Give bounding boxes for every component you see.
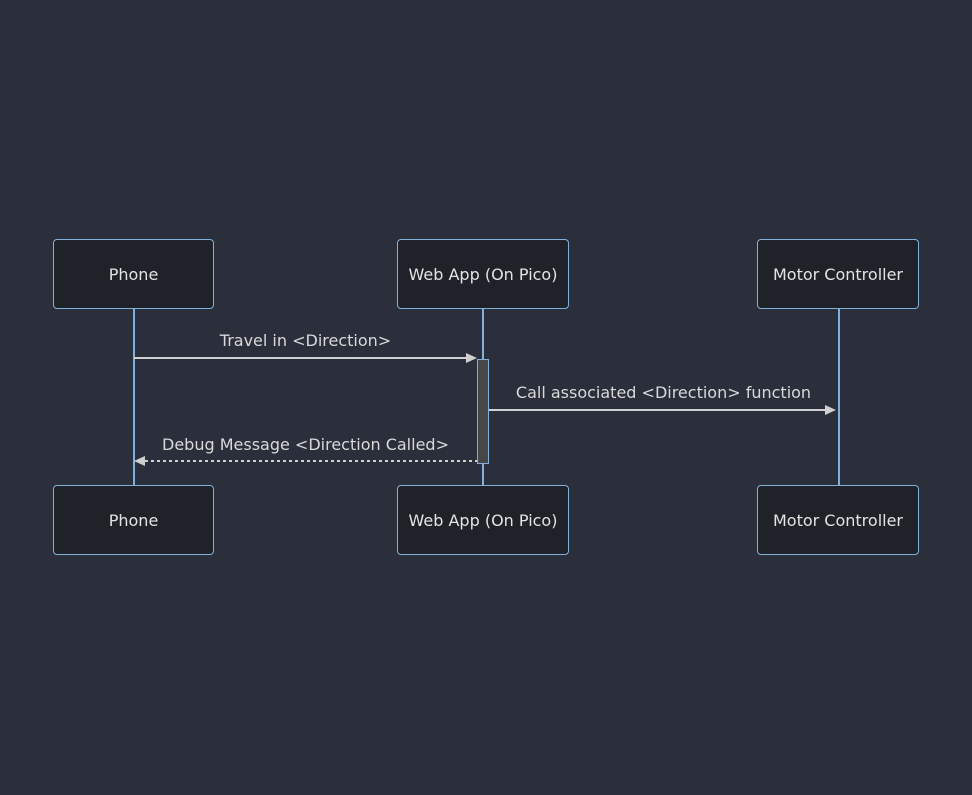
actor-box-phone-top: Phone bbox=[53, 239, 214, 309]
arrowhead-right-icon bbox=[466, 353, 477, 363]
arrowhead-left-icon bbox=[134, 456, 145, 466]
actor-label-webapp: Web App (On Pico) bbox=[408, 510, 558, 530]
actor-label-phone: Phone bbox=[108, 264, 159, 284]
actor-box-motor-controller-top: Motor Controller bbox=[757, 239, 919, 309]
actor-box-webapp-bottom: Web App (On Pico) bbox=[397, 485, 569, 555]
lifeline-motor-controller bbox=[838, 309, 840, 486]
actor-label-webapp: Web App (On Pico) bbox=[408, 264, 558, 284]
message-1-line bbox=[134, 357, 466, 359]
message-3-label: Debug Message <Direction Called> bbox=[162, 435, 449, 454]
actor-box-webapp-top: Web App (On Pico) bbox=[397, 239, 569, 309]
message-2-label: Call associated <Direction> function bbox=[515, 383, 812, 402]
lifeline-phone bbox=[133, 309, 135, 486]
actor-box-phone-bottom: Phone bbox=[53, 485, 214, 555]
actor-box-motor-controller-bottom: Motor Controller bbox=[757, 485, 919, 555]
message-2-line bbox=[489, 409, 825, 411]
message-3-dotted-line bbox=[145, 460, 477, 462]
activation-bar-webapp bbox=[477, 359, 489, 464]
actor-label-phone: Phone bbox=[108, 510, 159, 530]
actor-label-motor-controller: Motor Controller bbox=[772, 264, 904, 284]
actor-label-motor-controller: Motor Controller bbox=[772, 510, 904, 530]
message-1-label: Travel in <Direction> bbox=[219, 331, 392, 350]
arrowhead-right-icon bbox=[825, 405, 836, 415]
